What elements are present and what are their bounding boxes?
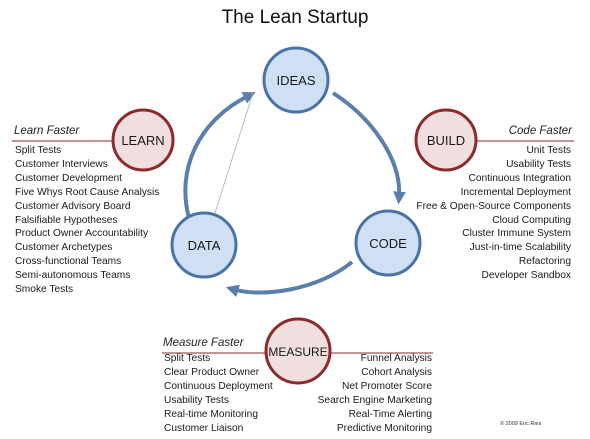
ideas-node: IDEAS: [262, 46, 330, 114]
code-faster-item: Usability Tests: [506, 158, 571, 170]
learn-faster-item: Semi-autonomous Teams: [15, 270, 131, 282]
learn-faster-item: Falsifiable Hypotheses: [15, 214, 118, 226]
code-node: CODE: [354, 209, 422, 277]
code-faster-item: Continuous Integration: [468, 172, 571, 184]
page-title: The Lean Startup: [221, 7, 369, 28]
measure-faster-item: Real-Time Alerting: [348, 408, 432, 420]
learn-faster-item: Customer Development: [15, 172, 123, 184]
measure-faster-item: Customer Liaison: [164, 422, 244, 434]
measure-faster-heading: Measure Faster: [163, 337, 244, 349]
ideas-label: IDEAS: [276, 73, 315, 88]
measure-faster-item: Continuous Deployment: [164, 380, 273, 392]
code-faster-heading: Code Faster: [508, 125, 572, 137]
learn-faster-heading: Learn Faster: [14, 125, 80, 137]
arrow-data-to-ideas: [183, 92, 256, 219]
data-label: DATA: [188, 238, 221, 253]
code-faster-item: Cloud Computing: [492, 214, 571, 226]
copyright: © 2009 Eric Ries: [500, 421, 542, 427]
measure-faster-item: Split Tests: [164, 353, 211, 364]
learn-faster-item: Smoke Tests: [15, 284, 74, 296]
learn-faster-item: Product Owner Accountability: [15, 228, 149, 240]
measure-faster-item: Cohort Analysis: [361, 366, 432, 378]
learn-faster-item: Customer Archetypes: [15, 242, 113, 254]
arrow-ideas-to-code: [331, 91, 406, 205]
measure-faster-item: Net Promoter Score: [341, 380, 432, 392]
learn-faster-item: Customer Advisory Board: [15, 200, 131, 212]
learn-faster-item: Five Whys Root Cause Analysis: [15, 186, 160, 198]
learn-faster-item: Split Tests: [15, 145, 62, 156]
measure-label: MEASURE: [268, 345, 327, 359]
measure-faster-item: Real-time Monitoring: [164, 408, 258, 420]
code-faster-item: Developer Sandbox: [481, 270, 571, 282]
learn-faster-item: Customer Interviews: [15, 158, 108, 170]
measure-faster-item: Usability Tests: [164, 394, 229, 406]
measure-faster-item: Predictive Monitoring: [336, 422, 432, 434]
code-label: CODE: [369, 236, 407, 251]
code-faster-item: Incremental Deployment: [460, 186, 571, 198]
learn-faster-item: Cross-functional Teams: [15, 256, 122, 268]
data-node: DATA: [170, 211, 238, 279]
code-faster-item: Free & Open-Source Components: [416, 200, 571, 212]
measure-faster-item: Funnel Analysis: [360, 353, 432, 364]
measure-node: MEASURE: [264, 317, 332, 385]
learn-label: LEARN: [121, 133, 164, 148]
thin-diagonal-line: [213, 92, 254, 217]
code-faster-item: Cluster Immune System: [462, 228, 571, 240]
build-label: BUILD: [427, 133, 465, 148]
build-node: BUILD: [414, 108, 478, 172]
code-faster-item: Just-in-time Scalability: [469, 242, 571, 254]
code-faster-item: Unit Tests: [526, 145, 571, 156]
measure-faster-item: Search Engine Marketing: [317, 394, 432, 406]
learn-node: LEARN: [111, 108, 175, 172]
measure-faster-item: Clear Product Owner: [164, 366, 260, 378]
arrow-code-to-data: [225, 260, 354, 297]
code-faster-item: Refactoring: [518, 256, 571, 268]
